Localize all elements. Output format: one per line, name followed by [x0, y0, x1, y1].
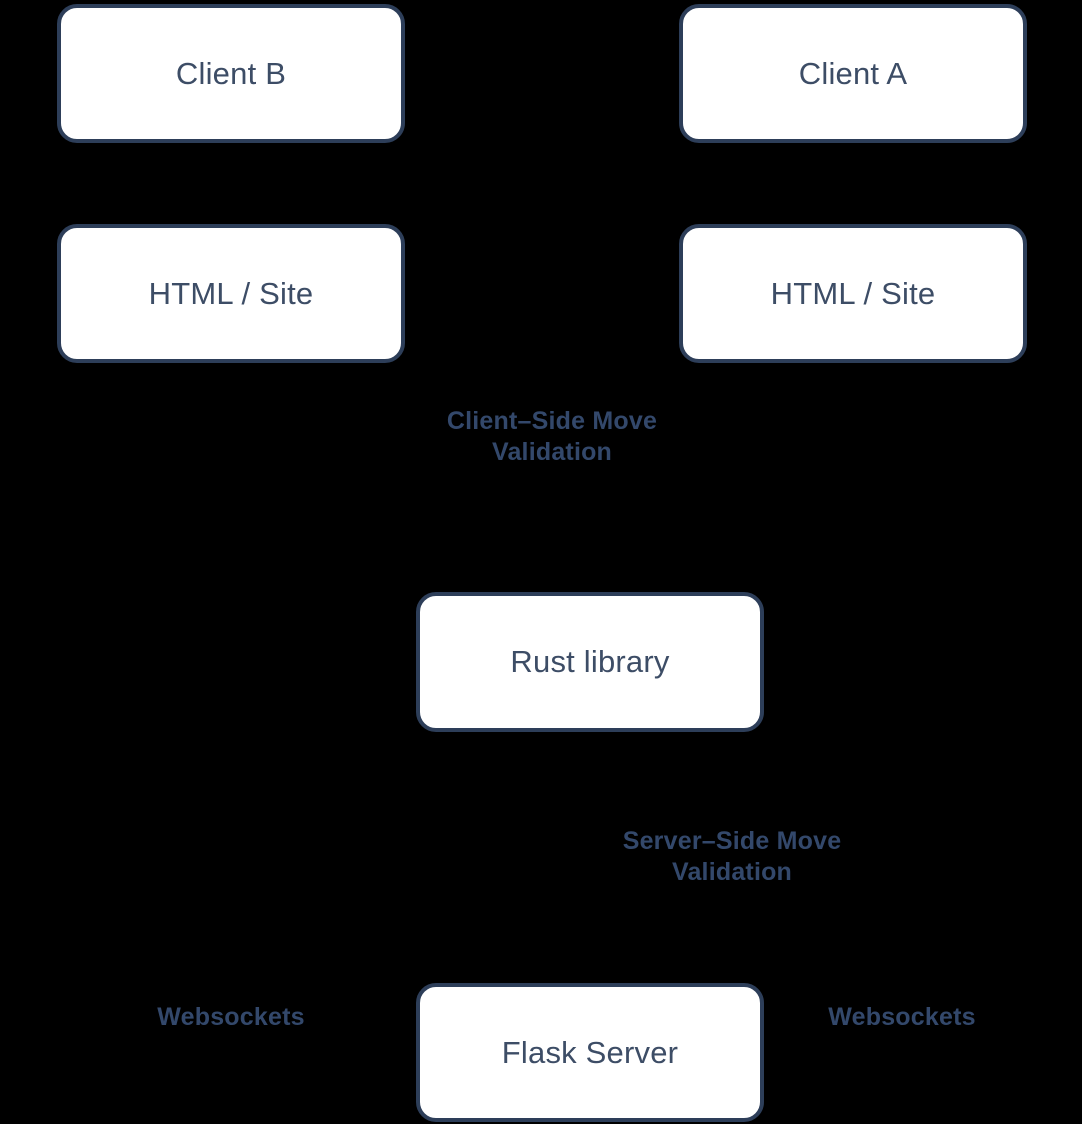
node-html-site-right: HTML / Site [679, 224, 1027, 363]
label-websockets-right-text: Websockets [828, 1003, 976, 1031]
label-client-side-line1: Client–Side Move [446, 407, 658, 435]
label-server-side-line1: Server–Side Move [622, 827, 842, 855]
node-flask-server: Flask Server [416, 983, 764, 1122]
node-html-site-left-label: HTML / Site [148, 275, 314, 311]
label-websockets-left: Websockets [131, 1002, 331, 1033]
label-server-side-move-validation: Server–Side Move Validation [582, 826, 882, 888]
label-client-side-move-validation: Client–Side Move Validation [402, 406, 702, 468]
label-server-side-line2: Validation [671, 858, 793, 886]
node-client-b: Client B [57, 4, 405, 143]
node-rust-library-label: Rust library [510, 644, 670, 679]
node-rust-library: Rust library [416, 592, 764, 732]
node-html-site-left: HTML / Site [57, 224, 405, 363]
node-client-a: Client A [679, 4, 1027, 143]
node-client-b-label: Client B [175, 55, 287, 91]
label-client-side-line2: Validation [491, 438, 613, 466]
label-websockets-left-text: Websockets [157, 1003, 305, 1031]
node-client-a-label: Client A [798, 55, 908, 91]
node-flask-server-label: Flask Server [501, 1034, 679, 1070]
node-html-site-right-label: HTML / Site [770, 275, 936, 311]
label-websockets-right: Websockets [802, 1002, 1002, 1033]
